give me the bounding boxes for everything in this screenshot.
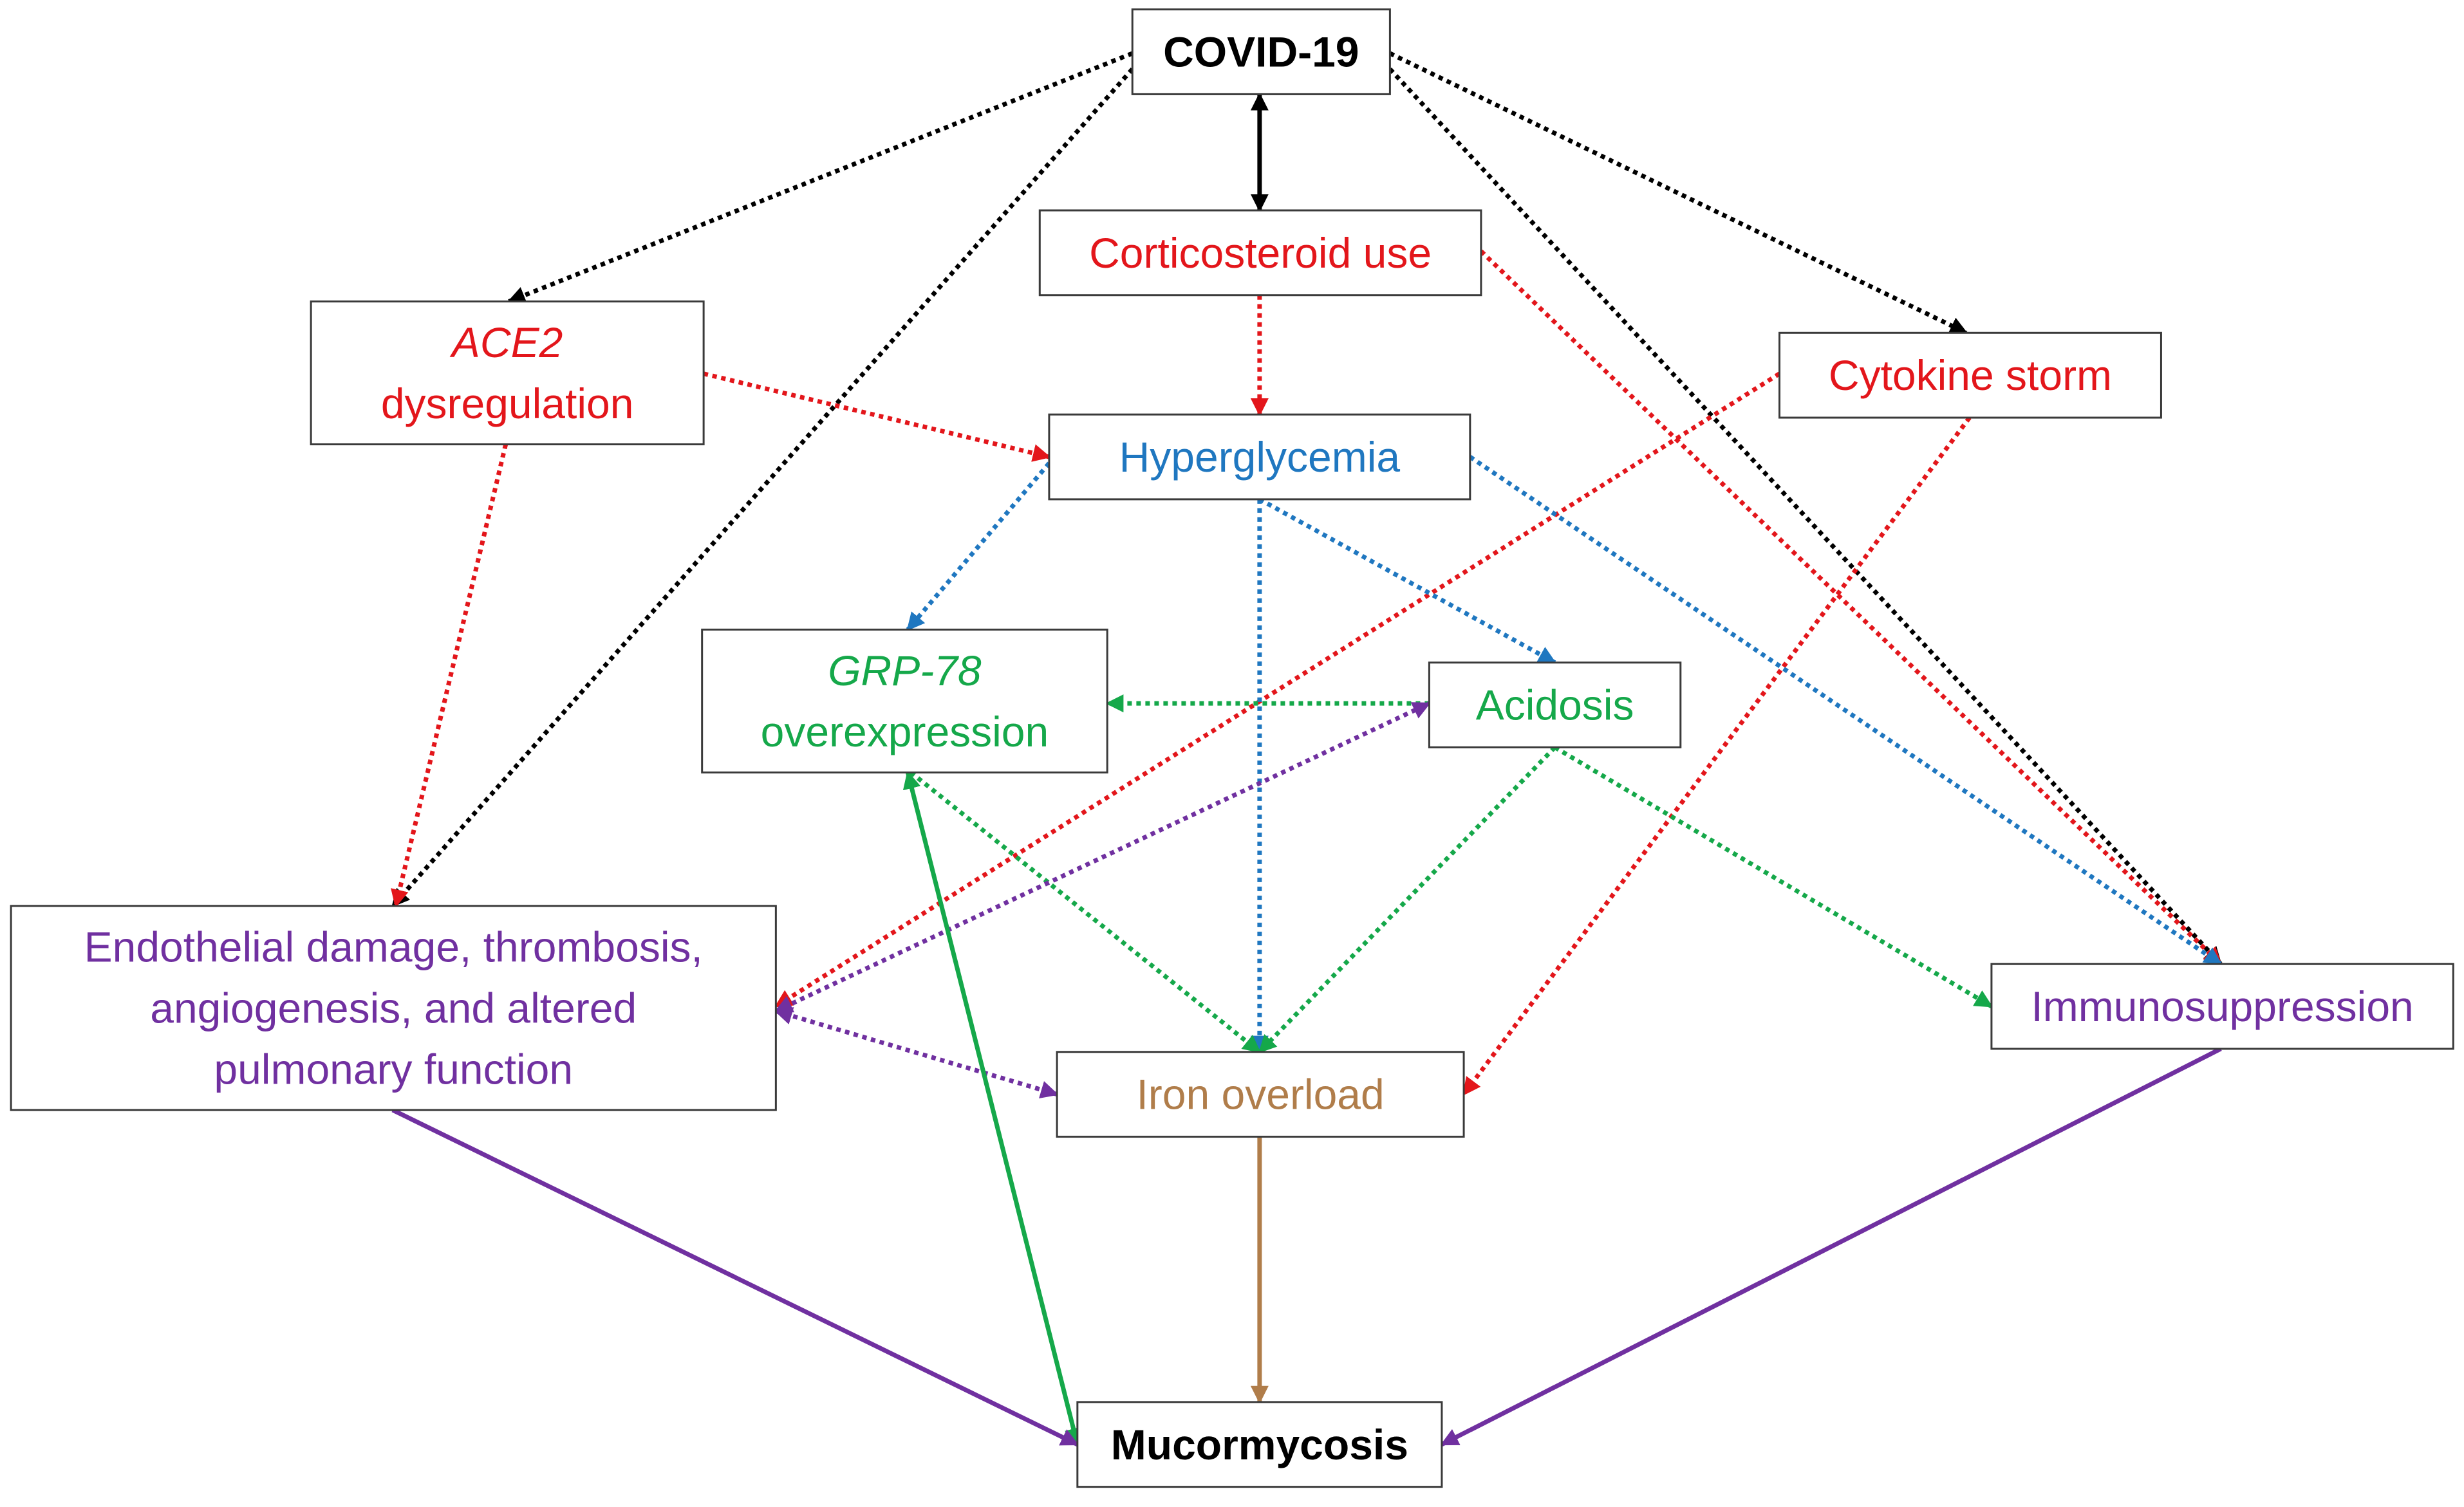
edge-corticosteroid-to-immunosuppression	[1479, 249, 2223, 966]
node-box-immunosuppression	[1990, 963, 2454, 1050]
edge-hyperglycemia-to-acidosis	[1258, 497, 1557, 665]
edge-covid-to-ace2	[507, 51, 1134, 304]
node-label-endothelial-line-2: pulmonary function	[214, 1046, 573, 1093]
node-label-acidosis-line-0: Acidosis	[1476, 681, 1634, 729]
edge-grp78-to-mucormycosis	[902, 770, 1083, 1447]
edge-covid-to-immunosuppression	[1388, 67, 2223, 966]
edge-ace2-to-hyperglycemia	[703, 371, 1051, 462]
node-label-immunosuppression-line-0: Immunosuppression	[2031, 983, 2413, 1030]
edge-hyperglycemia-to-grp78	[906, 461, 1051, 631]
edge-acidosis-to-immunosuppression	[1553, 745, 1993, 1009]
node-box-mucormycosis	[1076, 1401, 1443, 1488]
edge-covid-to-cytokine	[1388, 51, 1968, 335]
edge-ace2-to-endothelial	[391, 443, 509, 908]
node-label-ace2-line-1: dysregulation	[381, 380, 634, 427]
node-label-grp78-line-0: GRP-78	[828, 647, 982, 694]
node-box-ace2	[310, 300, 705, 446]
edge-cytokine-to-iron	[1462, 416, 1972, 1096]
node-label-endothelial-line-0: Endothelial damage, thrombosis,	[84, 923, 703, 970]
edge-grp78-to-iron	[910, 770, 1262, 1054]
node-hyperglycemia: Hyperglycemia	[1048, 413, 1471, 501]
node-endothelial: Endothelial damage, thrombosis, angiogene…	[10, 905, 777, 1111]
node-box-cytokine	[1778, 331, 2162, 419]
edge-acidosis-to-iron	[1258, 746, 1557, 1054]
node-label-ace2-line-0: ACE2	[449, 319, 563, 366]
edge-endothelial-to-acidosis	[774, 701, 1431, 1013]
node-label-endothelial-line-1: angiogenesis, and altered	[150, 984, 637, 1031]
edge-hyperglycemia-to-immunosuppression	[1468, 455, 2223, 966]
node-label-grp78-line-1: overexpression	[761, 708, 1049, 755]
node-box-covid	[1131, 8, 1391, 95]
node-label-cytokine-line-0: Cytokine storm	[1829, 351, 2112, 399]
node-grp78: GRP-78 overexpression	[701, 628, 1108, 773]
node-immunosuppression: Immunosuppression	[1990, 963, 2454, 1050]
edge-layer	[391, 51, 2223, 1447]
node-label-iron-line-0: Iron overload	[1136, 1071, 1384, 1118]
node-box-iron	[1056, 1051, 1465, 1138]
node-label-hyperglycemia-line-0: Hyperglycemia	[1119, 433, 1401, 481]
node-iron: Iron overload	[1056, 1051, 1465, 1138]
node-mucormycosis: Mucormycosis	[1076, 1401, 1443, 1488]
node-covid: COVID-19	[1131, 8, 1391, 95]
edge-endothelial-to-mucormycosis	[391, 1107, 1079, 1447]
node-box-grp78	[701, 628, 1108, 773]
node-cytokine: Cytokine storm	[1778, 331, 2162, 419]
node-box-endothelial	[10, 905, 777, 1111]
node-label-covid-line-0: COVID-19	[1163, 28, 1359, 76]
node-label-corticosteroid-line-0: Corticosteroid use	[1089, 229, 1432, 277]
node-label-mucormycosis-line-0: Mucormycosis	[1111, 1421, 1408, 1468]
node-box-acidosis	[1428, 661, 1682, 748]
node-box-hyperglycemia	[1048, 413, 1471, 501]
node-acidosis: Acidosis	[1428, 661, 1682, 748]
edge-covid-to-endothelial	[391, 68, 1134, 908]
edge-endothelial-to-iron	[774, 1007, 1059, 1098]
edge-immunosuppression-to-mucormycosis	[1440, 1046, 2222, 1447]
node-corticosteroid: Corticosteroid use	[1038, 209, 1482, 297]
node-box-corticosteroid	[1038, 209, 1482, 297]
node-ace2: ACE2 dysregulation	[310, 300, 705, 446]
